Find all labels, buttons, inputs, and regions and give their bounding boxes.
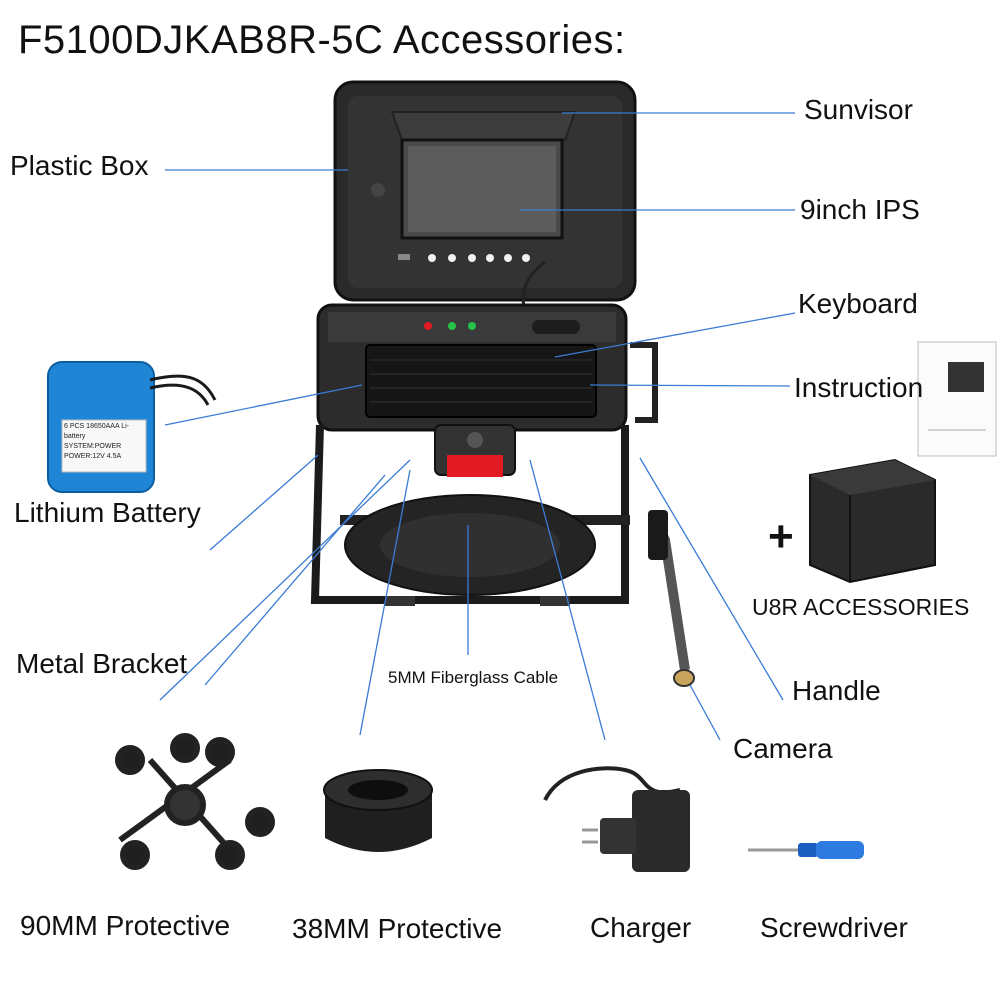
label-sunvisor: Sunvisor <box>804 94 913 125</box>
page-title: F5100DJKAB8R-5C Accessories: <box>18 18 626 62</box>
battery-sticker-line1: 6 PCS 18650AAA Li-battery <box>64 423 129 440</box>
label-keyboard: Keyboard <box>798 288 918 319</box>
latch-red <box>447 455 503 477</box>
handle-shape <box>630 342 658 423</box>
label-lithium-battery: Lithium Battery <box>14 497 201 528</box>
keyboard-shape <box>365 344 597 418</box>
callout-lines <box>159 112 796 741</box>
ring-38mm <box>323 769 433 852</box>
metal-bracket-frame <box>310 424 630 606</box>
label-plastic-box: Plastic Box <box>10 150 149 181</box>
label-screwdriver: Screwdriver <box>760 912 908 943</box>
label-protective-38: 38MM Protective <box>292 913 503 944</box>
label-ips: 9inch IPS <box>800 194 920 225</box>
battery-pack <box>47 361 217 493</box>
screwdriver-shape <box>748 841 864 859</box>
label-instruction: Instruction <box>794 372 924 403</box>
battery-sticker: 6 PCS 18650AAA Li-battery SYSTEM:POWER P… <box>64 422 144 462</box>
label-fiberglass-cable: 5MM Fiberglass Cable <box>388 668 559 687</box>
label-camera: Camera <box>733 733 833 764</box>
camera-rod <box>648 510 695 687</box>
label-handle: Handle <box>792 675 881 706</box>
instruction-booklet <box>917 341 997 457</box>
label-u8r-accessories: U8R ACCESSORIES <box>752 594 970 620</box>
sunvisor-shape <box>390 111 577 141</box>
label-metal-bracket: Metal Bracket <box>16 648 188 679</box>
skid-90mm <box>115 733 275 870</box>
charger-shape <box>543 766 690 872</box>
label-protective-90: 90MM Protective <box>20 910 231 941</box>
case-base <box>316 303 628 432</box>
battery-sticker-line2: SYSTEM:POWER <box>64 443 122 450</box>
accessory-case <box>809 458 936 584</box>
label-charger: Charger <box>590 912 692 943</box>
case-lid <box>333 80 637 302</box>
battery-sticker-line3: POWER:12V 4.5A <box>64 453 122 460</box>
plus-sign: + <box>768 512 794 561</box>
